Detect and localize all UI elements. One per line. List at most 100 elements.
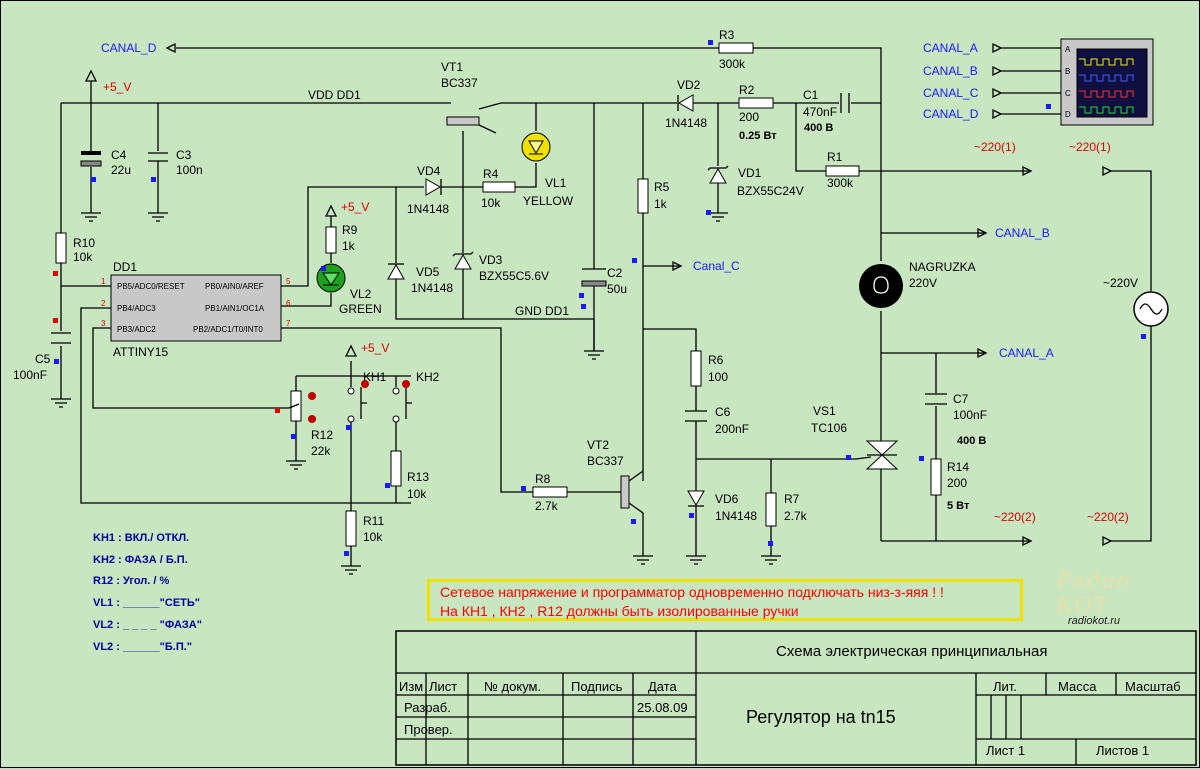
capacitor-c6[interactable]: C6 200nF: [685, 405, 749, 436]
resistor-r3[interactable]: R3 300k: [718, 28, 754, 71]
vd4-ref: VD4: [417, 164, 441, 178]
doc-title: Схема электрическая принципиальная: [776, 643, 1048, 660]
mains2-left: ~220(2): [994, 510, 1036, 524]
resistor-r5[interactable]: R5 1k: [637, 178, 670, 214]
capacitor-c2[interactable]: C2 50u: [581, 266, 627, 296]
legend-line-4: VL1 : ______"СЕТЬ": [93, 597, 200, 609]
oscilloscope[interactable]: A B C D: [1060, 38, 1154, 126]
hdr-mass: Масса: [1058, 679, 1097, 694]
c7-voltage: 400 В: [957, 435, 986, 447]
c7-value: 100nF: [953, 408, 987, 422]
switch-kh1[interactable]: KH1: [347, 370, 387, 423]
capacitor-c3[interactable]: C3 100n: [148, 148, 203, 177]
led-vl2[interactable]: VL2 GREEN: [316, 263, 382, 316]
pin-pb4: PB4/ADC3: [117, 304, 156, 313]
capacitor-c5[interactable]: C5 100nF: [13, 332, 71, 382]
net-vdd: VDD DD1: [308, 88, 361, 102]
triac-vs1[interactable]: VS1 TC106: [811, 404, 899, 470]
switch-kh2[interactable]: KH2: [392, 370, 440, 423]
net-canal-b: CANAL_B: [995, 226, 1050, 240]
vl2-color: GREEN: [339, 302, 382, 316]
resistor-r2[interactable]: R2 200 0.25 Вт: [738, 83, 777, 142]
c1-ref: C1: [803, 88, 819, 102]
diode-vd5[interactable]: VD5 1N4148: [387, 263, 453, 295]
title-block: Схема электрическая принципиальная Изм Л…: [395, 630, 1197, 766]
ac-source[interactable]: ~220V: [1103, 276, 1169, 327]
resistor-r8[interactable]: R8 2.7k: [532, 472, 568, 513]
row-check: Провер.: [404, 722, 453, 737]
mains2-right: ~220(2): [1087, 510, 1129, 524]
resistor-r1[interactable]: R1 300k: [825, 150, 860, 190]
r4-ref: R4: [483, 167, 499, 181]
scope-ch-a: A: [1065, 45, 1071, 54]
resistor-r4[interactable]: R4 10k: [481, 167, 516, 210]
resistor-r9[interactable]: R9 1k: [325, 223, 358, 254]
vl1-color: YELLOW: [523, 194, 574, 208]
zener-vd3[interactable]: VD3 BZX55C5.6V: [452, 251, 549, 283]
diode-vd6[interactable]: VD6 1N4148: [687, 490, 757, 523]
resistor-r10[interactable]: R10 10k: [55, 232, 95, 264]
zener-vd1[interactable]: VD1 BZX55C24V: [707, 165, 804, 198]
pin-pb5: PB5/ADC0/RESET: [117, 282, 185, 291]
resistor-r13[interactable]: R13 10k: [390, 450, 429, 501]
sheet-total: Листов 1: [1096, 743, 1149, 758]
resistor-r14[interactable]: R14 200 5 Вт: [930, 458, 970, 512]
vs1-part: TC106: [811, 421, 847, 435]
kh2-ref: KH2: [416, 370, 440, 384]
diode-vd2[interactable]: VD2 1N4148: [665, 78, 707, 130]
vd3-part: BZX55C5.6V: [479, 269, 549, 283]
vd1-part: BZX55C24V: [737, 184, 804, 198]
vd3-ref: VD3: [479, 253, 503, 267]
transistor-vt1[interactable]: VT1 BC337: [441, 60, 480, 126]
vd4-part: 1N4148: [407, 202, 449, 216]
vd1-ref: VD1: [738, 166, 762, 180]
vcc-label-2: +5_V: [341, 200, 369, 214]
diode-vd4[interactable]: VD4 1N4148: [407, 164, 449, 216]
mcu-attiny15[interactable]: DD1 ATTINY15 PB5/ADC0/RESET PB4/ADC3 PB3…: [101, 260, 291, 359]
vs1-ref: VS1: [813, 404, 836, 418]
site-logo: Радио КОТ radiokot.ru: [1056, 569, 1156, 627]
r14-ref: R14: [947, 460, 969, 474]
source-label: ~220V: [1103, 276, 1138, 290]
transistor-vt2[interactable]: VT2 BC337: [587, 438, 630, 509]
capacitor-c4[interactable]: C4 22u: [80, 148, 131, 177]
mcu-ref: DD1: [113, 260, 137, 274]
warning-box: Сетевое напряжение и программатор одновр…: [427, 579, 1023, 621]
led-vl1[interactable]: VL1 YELLOW: [521, 132, 574, 208]
potentiometer-r12[interactable]: R12 22k: [288, 390, 333, 458]
r10-value: 10k: [73, 250, 93, 264]
load-lamp[interactable]: NAGRUZKA 220V: [859, 260, 976, 308]
capacitor-c1[interactable]: C1 470nF 400 В: [803, 88, 850, 134]
capacitor-c7[interactable]: C7 100nF 400 В: [925, 392, 987, 447]
legend: KH1 : ВКЛ./ ОТКЛ. KH2 : ФАЗА / Б.П. R12 …: [93, 532, 202, 653]
r7-value: 2.7k: [784, 509, 808, 523]
vt1-part: BC337: [441, 76, 478, 90]
pin-num-6: 6: [286, 299, 291, 308]
c3-value: 100n: [176, 163, 203, 177]
scope-in-a: CANAL_A: [923, 41, 978, 55]
resistor-r7[interactable]: R7 2.7k: [765, 492, 808, 527]
r13-value: 10k: [407, 487, 427, 501]
pin-pb1: PB1/AIN1/OC1A: [205, 304, 265, 313]
vl1-ref: VL1: [545, 176, 567, 190]
c4-value: 22u: [111, 163, 131, 177]
c1-voltage: 400 В: [804, 122, 833, 134]
hdr-date: Дата: [648, 679, 678, 694]
vd5-part: 1N4148: [411, 281, 453, 295]
resistor-r6[interactable]: R6 100: [690, 350, 728, 387]
c3-ref: C3: [176, 148, 192, 162]
vd5-ref: VD5: [416, 265, 440, 279]
r12-value: 22k: [311, 444, 331, 458]
c6-ref: C6: [715, 405, 731, 419]
resistor-r11[interactable]: R11 10k: [345, 510, 384, 547]
c2-value: 50u: [607, 282, 627, 296]
vcc-label-3: +5_V: [361, 341, 389, 355]
legend-line-3: R12 : Угол. / %: [93, 575, 169, 587]
hdr-list: Лист: [429, 679, 457, 694]
r8-value: 2.7k: [535, 499, 559, 513]
legend-line-6: VL2 : ______"Б.П.": [93, 641, 192, 653]
doc-date: 25.08.09: [637, 700, 688, 715]
r12-ref: R12: [311, 428, 333, 442]
